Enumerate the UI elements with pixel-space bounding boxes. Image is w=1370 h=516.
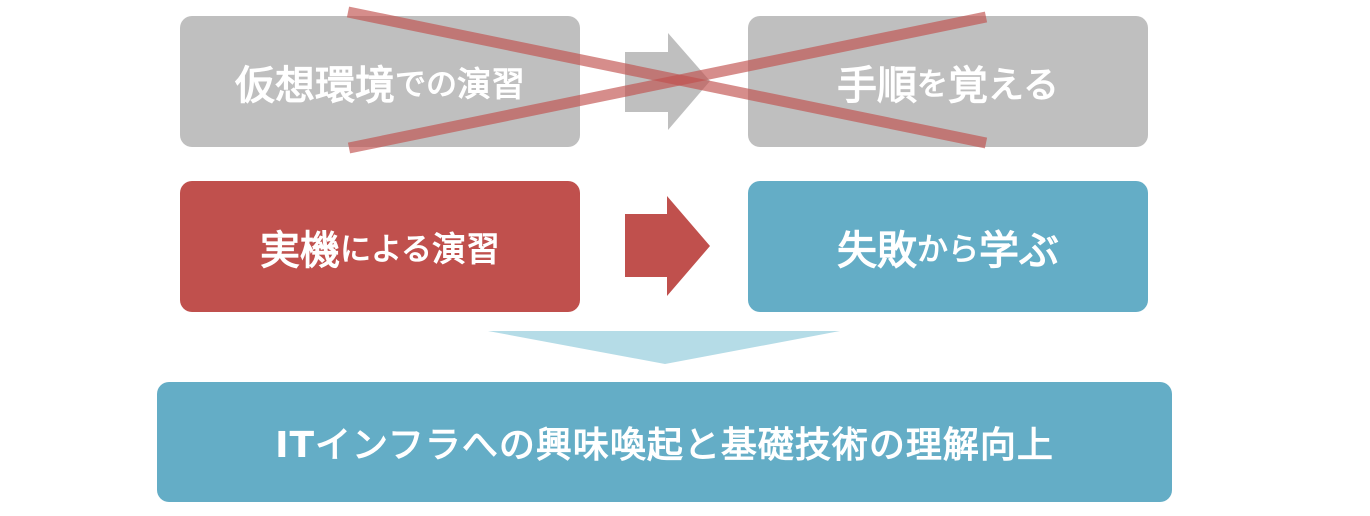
label-part: 演習 [432, 230, 501, 270]
label-part: 演習 [457, 65, 525, 105]
learn-from-failure-box: 失敗から学ぶ [748, 181, 1148, 312]
label-part: える [988, 64, 1059, 106]
label-part: 覚 [948, 62, 989, 109]
label-part: による [339, 232, 433, 268]
cross-line [347, 11, 988, 154]
label-part: 仮想環境 [235, 62, 395, 109]
label-part: 学ぶ [979, 227, 1059, 274]
label-part: での [395, 67, 457, 103]
label-part: から [917, 232, 979, 268]
arrow-right-icon [625, 196, 710, 296]
label-part: 実機 [259, 227, 340, 274]
label-part: を [917, 67, 949, 103]
memorize-procedure-box: 手順を覚える [748, 16, 1148, 147]
label-part: 失敗 [837, 227, 917, 274]
result-label: ITインフラへの興味喚起と基礎技術の理解向上 [275, 425, 1054, 466]
virtual-env-practice-box: 仮想環境での演習 [180, 16, 580, 147]
result-box: ITインフラへの興味喚起と基礎技術の理解向上 [157, 382, 1172, 502]
down-triangle-icon [488, 331, 840, 364]
label-part: 手順 [837, 62, 918, 109]
real-machine-practice-box: 実機による演習 [180, 181, 580, 312]
